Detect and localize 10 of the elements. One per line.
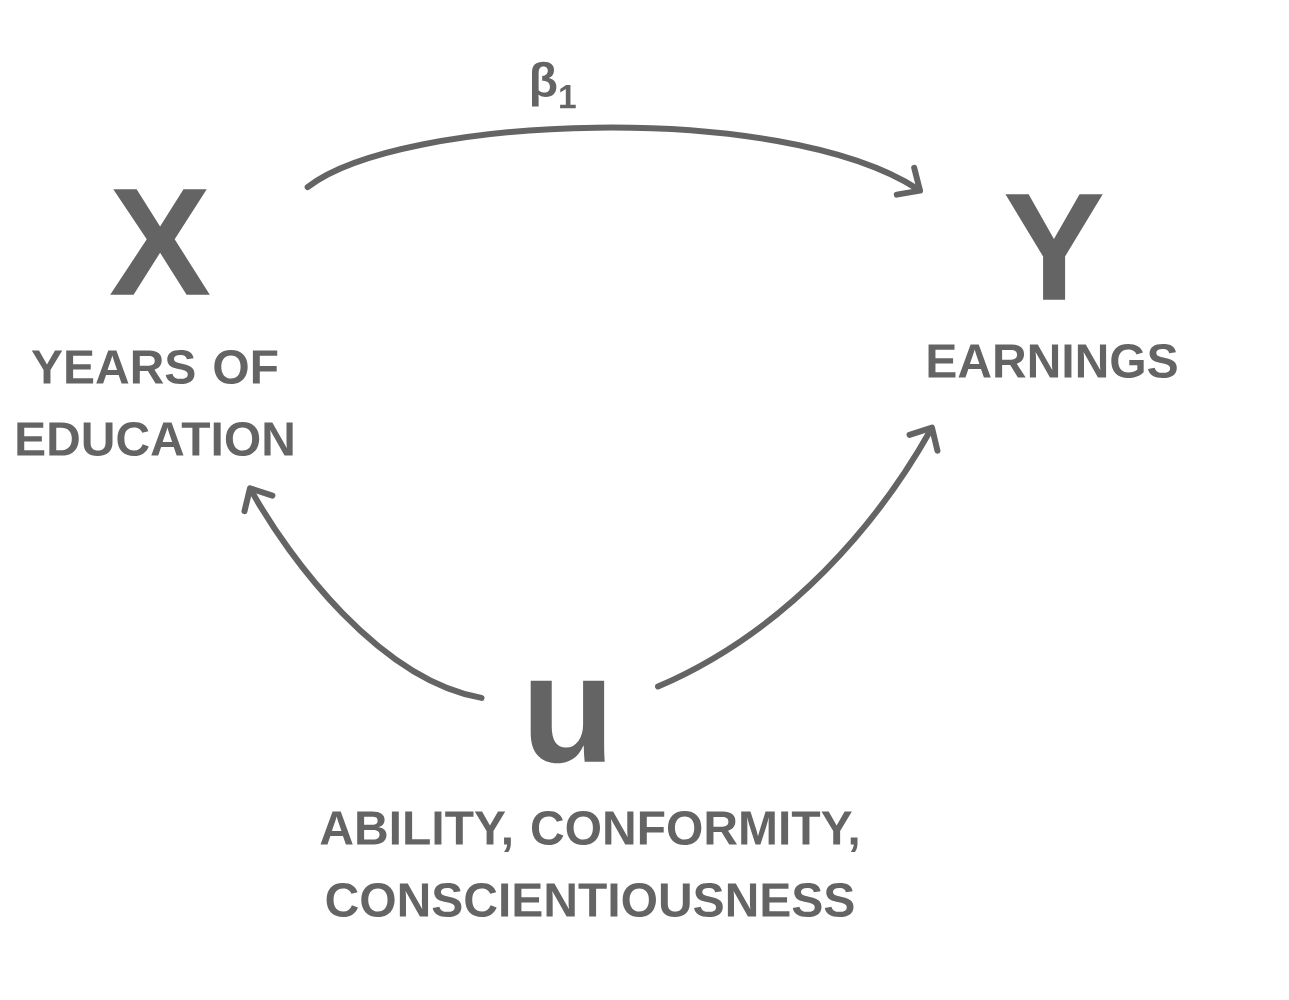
edge-label: β$_{1}$ [526, 59, 580, 111]
variable-letter: Y [1005, 194, 1103, 300]
arrow [655, 424, 941, 690]
node-caption: ABILITY, CONFORMITY, CONSCIENTIOUSNESS [320, 811, 858, 917]
variable-label: YEARS OF EDUCATION [17, 350, 293, 456]
variable-letter: u [530, 680, 605, 764]
variable-label: EARNINGS [928, 344, 1177, 378]
arrow [304, 124, 924, 198]
variable-letter: X [110, 189, 210, 295]
arrow [241, 485, 485, 701]
